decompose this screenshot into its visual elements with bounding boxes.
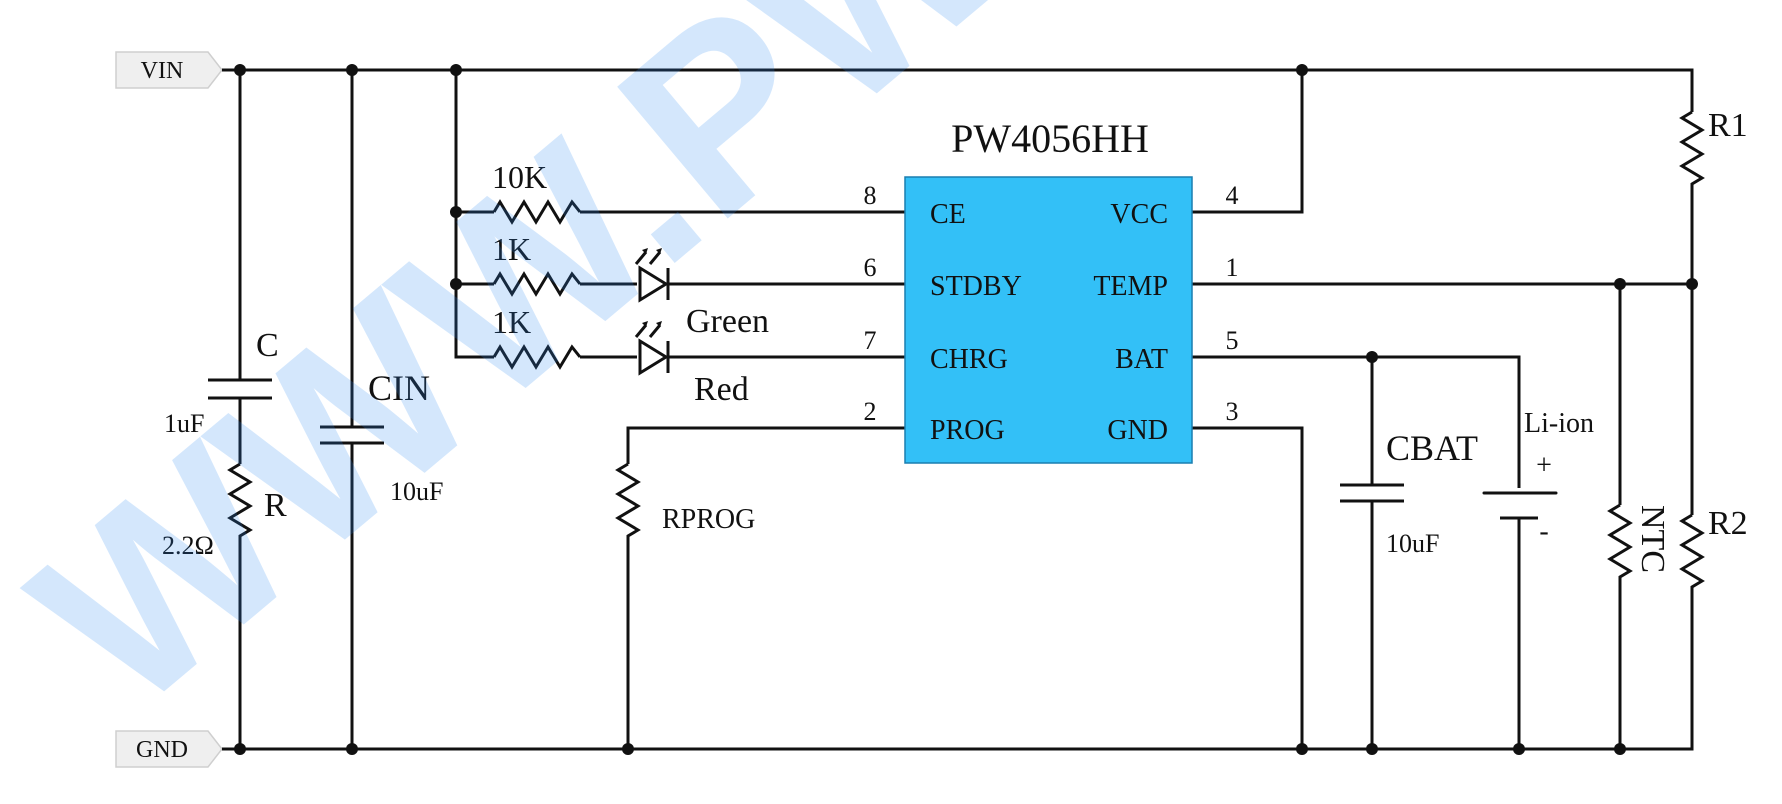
ic-pin-name: CHRG — [930, 344, 1008, 375]
capacitor-cbat-value: 10uF — [1386, 529, 1439, 558]
ic-pin-name: STDBY — [930, 271, 1022, 302]
gnd-port: GND — [115, 730, 223, 768]
junction-dot — [1614, 278, 1626, 290]
resistor-r2 — [1679, 513, 1705, 595]
resistor-r-name: R — [264, 487, 287, 524]
resistor-chrg-value: 1K — [492, 304, 531, 340]
battery-plus: + — [1536, 450, 1552, 481]
ic-pin-number: 3 — [1226, 397, 1239, 426]
junction-dot — [1366, 743, 1378, 755]
vin-port: VIN — [115, 51, 223, 89]
ic-pin-name: BAT — [1115, 344, 1168, 375]
capacitor-cin-value: 10uF — [390, 477, 443, 506]
ic-pin-name: CE — [930, 199, 966, 230]
resistor-r2-name: R2 — [1708, 505, 1748, 542]
resistor-chrg — [492, 344, 582, 370]
gnd-rail — [210, 595, 1694, 751]
capacitor-cin — [320, 425, 384, 445]
junction-dot — [1686, 278, 1698, 290]
resistor-r1-name: R1 — [1708, 107, 1748, 144]
resistor-r-value: 2.2Ω — [162, 531, 214, 560]
junction-dot — [1296, 743, 1308, 755]
capacitor-cbat-name: CBAT — [1386, 428, 1478, 468]
capacitor-c-value: 1uF — [164, 409, 204, 438]
thermistor-ntc-name: NTC — [1634, 505, 1671, 573]
wire-bat — [1192, 355, 1521, 488]
resistor-stdby — [492, 271, 582, 297]
wire-led-feed — [454, 70, 494, 359]
ic-pin-number: 4 — [1226, 181, 1239, 210]
ic-pin-number: 5 — [1226, 326, 1239, 355]
junction-dot — [1614, 743, 1626, 755]
junction-dot — [346, 64, 358, 76]
resistor-ce-value: 10K — [492, 159, 547, 195]
ic-name: PW4056HH — [951, 116, 1149, 161]
resistor-r — [227, 462, 253, 545]
ic-pin-number: 2 — [864, 397, 877, 426]
capacitor-c-name: C — [256, 327, 279, 364]
junction-dot — [1296, 64, 1308, 76]
led-green-label: Green — [686, 303, 769, 340]
wire-vcc — [1192, 70, 1304, 214]
ic-pin-number: 8 — [864, 181, 877, 210]
wires — [210, 68, 1694, 751]
battery-minus: - — [1539, 516, 1548, 547]
resistor-r1 — [1679, 110, 1705, 190]
gnd-port-label: GND — [136, 737, 188, 763]
led-red-label: Red — [694, 371, 749, 408]
vin-rail — [210, 68, 1694, 112]
resistor-ce — [492, 199, 582, 225]
junction-dot — [1513, 743, 1525, 755]
ic-pin-name: PROG — [930, 415, 1005, 446]
junction-dot — [450, 206, 462, 218]
resistor-rprog-name: RPROG — [662, 504, 755, 535]
junction-dot — [346, 743, 358, 755]
resistor-rprog — [615, 462, 641, 545]
ic-pin-number: 1 — [1226, 253, 1239, 282]
capacitor-cin-name: CIN — [368, 368, 430, 408]
battery-name: Li-ion — [1524, 408, 1594, 439]
resistor-stdby-value: 1K — [492, 231, 531, 267]
battery-li-ion — [1482, 491, 1558, 520]
junction-dot — [622, 743, 634, 755]
wire-gnd-pin — [1192, 426, 1304, 749]
capacitor-c — [208, 378, 272, 400]
ic-pw4056hh: PW4056HH CE STDBY CHRG PROG VCC TEMP BAT… — [864, 116, 1239, 464]
ic-pin-name: TEMP — [1093, 271, 1168, 302]
ic-pin-number: 6 — [864, 253, 877, 282]
junction-dot — [450, 278, 462, 290]
ic-pin-number: 7 — [864, 326, 877, 355]
watermark: WWW.PWCHIP — [0, 0, 1515, 761]
ic-pin-name: VCC — [1110, 199, 1168, 230]
junction-dot — [450, 64, 462, 76]
ic-body — [904, 176, 1193, 464]
led-green — [634, 248, 670, 303]
vin-port-label: VIN — [141, 58, 184, 84]
wire-prog — [626, 426, 905, 464]
capacitor-cbat — [1340, 483, 1404, 503]
led-red — [634, 321, 670, 376]
junctions — [234, 64, 1698, 755]
junction-dot — [1366, 351, 1378, 363]
ic-pin-name: GND — [1107, 415, 1168, 446]
thermistor-ntc — [1607, 503, 1633, 590]
